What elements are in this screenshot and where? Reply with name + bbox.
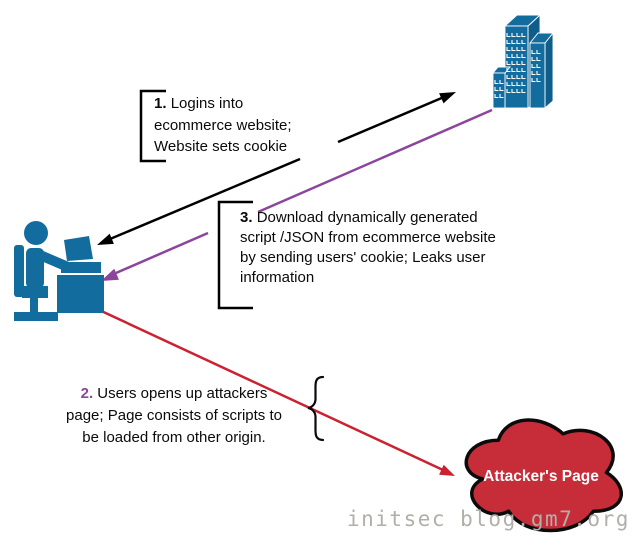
chair-base bbox=[14, 312, 58, 321]
step3-line1: 3. Download dynamically generated bbox=[240, 209, 478, 226]
step1-number: 1. bbox=[154, 95, 167, 112]
attacker-page-arrow bbox=[96, 307, 455, 476]
chair-seat bbox=[22, 286, 48, 298]
chair-pedestal bbox=[30, 296, 38, 314]
monitor bbox=[64, 236, 93, 261]
building-windows bbox=[494, 33, 541, 99]
step1-bracket bbox=[139, 89, 166, 163]
user-at-desk-icon bbox=[14, 221, 104, 321]
step3-bracket bbox=[217, 200, 253, 310]
desk-body bbox=[57, 275, 104, 313]
step2-line1: 2. Users opens up attackers bbox=[80, 385, 268, 402]
step3-label: 3. Download dynamically generated script… bbox=[240, 208, 535, 288]
step3-number: 3. bbox=[240, 209, 253, 226]
attacker-cloud-label: Attacker's Page bbox=[483, 468, 599, 485]
login-arrow bbox=[97, 92, 456, 245]
step1-line2: ecommerce website; bbox=[154, 116, 292, 134]
watermark: initsec blog.gm7.org bbox=[347, 507, 630, 531]
ecommerce-building-icon bbox=[492, 13, 554, 109]
step3-line4: information bbox=[240, 269, 315, 286]
step1-line1: 1. Logins into bbox=[154, 95, 244, 112]
step2-line3: be loaded from other origin. bbox=[82, 429, 266, 446]
step3-line3: by sending users' cookie; Leaks user bbox=[240, 249, 486, 266]
json-download-arrow bbox=[101, 108, 493, 281]
step1-label: 1. Logins into ecommerce website; Websit… bbox=[154, 93, 314, 158]
step2-label: 2. Users opens up attackers page; Page c… bbox=[40, 383, 308, 449]
step1-line3: Website sets cookie bbox=[154, 138, 288, 155]
step3-line2: script /JSON from ecommerce website bbox=[240, 229, 496, 246]
step2-number: 2. bbox=[80, 385, 94, 402]
desk-shelf bbox=[61, 262, 101, 273]
person-head bbox=[24, 221, 48, 245]
step2-line2: page; Page consists of scripts to bbox=[66, 407, 282, 424]
step2-brace bbox=[307, 375, 325, 442]
attacker-cloud-shape bbox=[464, 418, 623, 533]
chair-back bbox=[14, 245, 24, 297]
